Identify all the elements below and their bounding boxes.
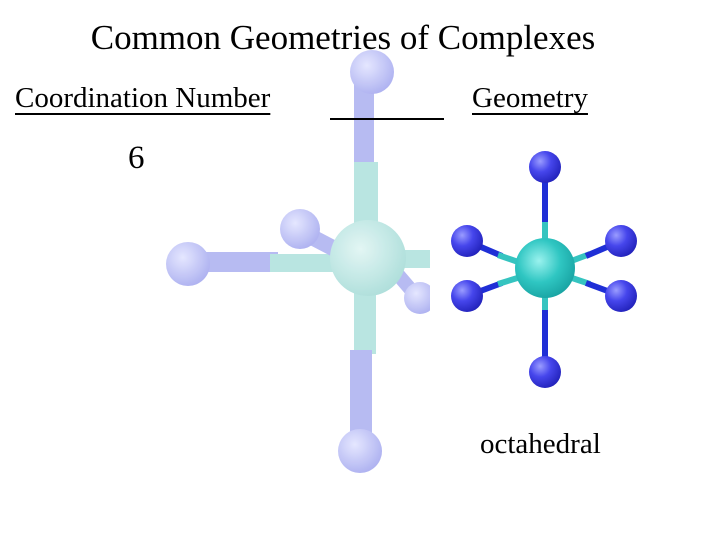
metal-center-atom xyxy=(515,238,575,298)
ligand-atom-upper-left xyxy=(451,225,483,257)
faded-background-molecule xyxy=(166,50,450,473)
faded-ligand-bottom xyxy=(338,429,382,473)
octahedral-molecule xyxy=(451,151,637,388)
ligand-atom-top xyxy=(529,151,561,183)
geometry-header: Geometry xyxy=(472,82,588,114)
faded-clip-mask xyxy=(430,220,450,330)
faded-bond-left-metal xyxy=(270,254,342,272)
faded-ligand-top xyxy=(350,50,394,94)
ligand-atom-lower-right xyxy=(605,280,637,312)
header-underline xyxy=(330,118,444,120)
faded-bond-bottom-ligand xyxy=(350,350,372,446)
faded-bond-bottom-metal xyxy=(354,292,376,354)
faded-ligand-front xyxy=(404,282,436,314)
ligand-atom-upper-right xyxy=(605,225,637,257)
slide-title: Common Geometries of Complexes xyxy=(90,18,596,57)
ligand-atom-lower-left xyxy=(451,280,483,312)
faded-ligand-back xyxy=(280,209,320,249)
geometry-name: octahedral xyxy=(480,428,601,460)
coordination-number-value: 6 xyxy=(128,140,145,176)
faded-bond-top-ligand xyxy=(354,70,374,170)
faded-bond-left-ligand xyxy=(188,252,278,272)
faded-metal-center xyxy=(330,220,406,296)
coordination-number-header: Coordination Number xyxy=(15,82,271,114)
faded-ligand-left xyxy=(166,242,210,286)
ligand-atom-bottom xyxy=(529,356,561,388)
